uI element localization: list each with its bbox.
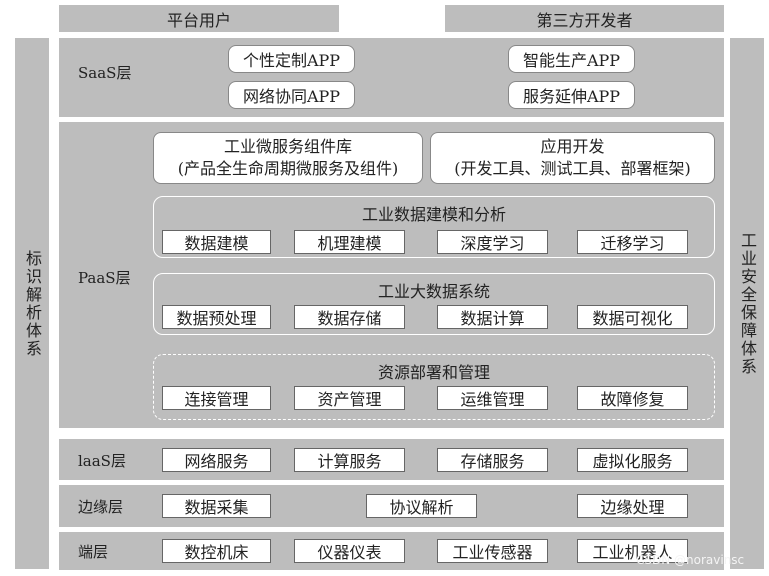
item-edge-processing: 边缘处理: [577, 494, 688, 518]
item-data-visualization: 数据可视化: [577, 305, 688, 329]
item-transfer-learning: 迁移学习: [577, 230, 688, 254]
item-connection-management: 连接管理: [162, 386, 271, 410]
header-third-party-developers: 第三方开发者: [445, 5, 724, 32]
header-platform-users: 平台用户: [59, 5, 339, 32]
data-modeling-group: [153, 196, 715, 258]
item-computing-service: 计算服务: [294, 448, 405, 472]
item-data-storage: 数据存储: [294, 305, 405, 329]
item-data-computing: 数据计算: [437, 305, 548, 329]
app-network-collaboration: 网络协同APP: [228, 81, 355, 109]
item-network-service: 网络服务: [162, 448, 271, 472]
item-asset-management: 资产管理: [294, 386, 405, 410]
watermark: CSDN @noravinsc: [636, 553, 745, 567]
item-industrial-sensor: 工业传感器: [437, 539, 548, 563]
paas-label: PaaS层: [78, 268, 131, 287]
industrial-security-system: 工业安全保障体系: [730, 38, 764, 569]
big-data-title: 工业大数据系统: [377, 282, 490, 301]
item-fault-repair: 故障修复: [577, 386, 688, 410]
application-development: 应用开发 (开发工具、测试工具、部署框架): [430, 132, 715, 184]
resource-management-title: 资源部署和管理: [377, 363, 490, 382]
item-operations-management: 运维管理: [437, 386, 548, 410]
data-modeling-title: 工业数据建模和分析: [361, 205, 506, 224]
microservice-component-library: 工业微服务组件库 (产品全生命周期微服务及组件): [153, 132, 423, 184]
app-personalized-customization: 个性定制APP: [228, 45, 355, 73]
item-industrial-robot: 工业机器人: [577, 539, 688, 563]
item-cnc-machine: 数控机床: [162, 539, 271, 563]
item-instruments: 仪器仪表: [294, 539, 405, 563]
item-protocol-parsing: 协议解析: [366, 494, 477, 518]
device-label: 端层: [78, 542, 109, 561]
item-data-modeling: 数据建模: [162, 230, 271, 254]
item-mechanism-modeling: 机理建模: [294, 230, 405, 254]
app-intelligent-production: 智能生产APP: [508, 45, 635, 73]
resource-management-group: [153, 354, 715, 420]
item-virtualization-service: 虚拟化服务: [577, 448, 688, 472]
saas-label: SaaS层: [78, 63, 132, 82]
app-service-extension: 服务延伸APP: [508, 81, 635, 109]
item-data-preprocessing: 数据预处理: [162, 305, 271, 329]
edge-label: 边缘层: [78, 497, 124, 516]
identifier-resolution-system: 标识解析体系: [15, 38, 49, 569]
item-data-acquisition: 数据采集: [162, 494, 271, 518]
big-data-group: [153, 273, 715, 335]
item-deep-learning: 深度学习: [437, 230, 548, 254]
iaas-label: laaS层: [78, 451, 126, 470]
item-storage-service: 存储服务: [437, 448, 548, 472]
